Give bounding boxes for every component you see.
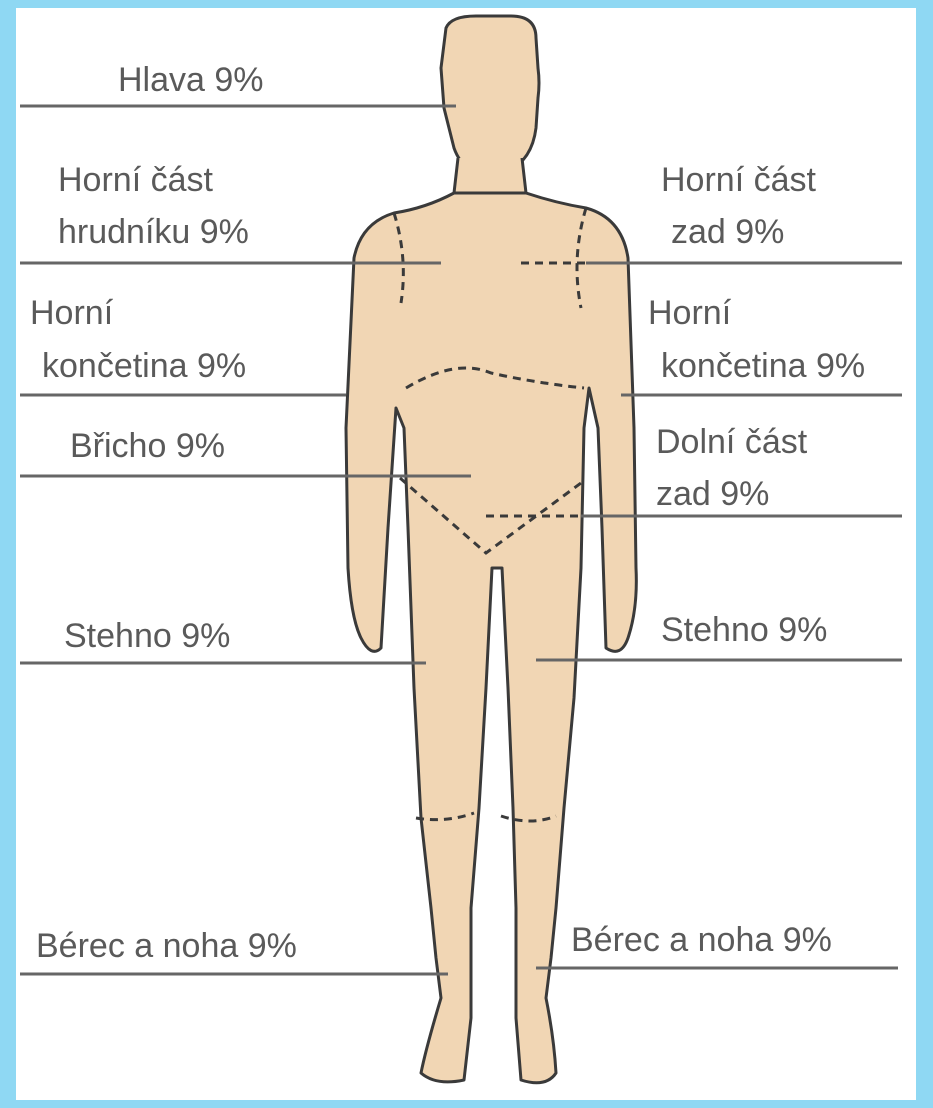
label-right-arm-line2: končetina 9% — [661, 346, 865, 386]
label-left-arm-line2: končetina 9% — [42, 346, 246, 386]
label-upper-back-line1: Horní část — [661, 160, 816, 200]
label-right-lowerleg: Bérec a noha 9% — [571, 920, 832, 960]
diagram-frame: Hlava 9% Horní část hrudníku 9% Horní čá… — [16, 8, 916, 1100]
label-upper-chest-line2: hrudníku 9% — [58, 212, 249, 252]
label-lower-back-line1: Dolní část — [656, 422, 807, 462]
label-upper-chest-line1: Horní část — [58, 160, 213, 200]
label-right-thigh: Stehno 9% — [661, 610, 827, 650]
label-left-lowerleg: Bérec a noha 9% — [36, 926, 297, 966]
head — [441, 16, 539, 176]
label-upper-back-line2: zad 9% — [671, 212, 784, 252]
label-right-arm-line1: Horní — [648, 293, 731, 333]
label-head: Hlava 9% — [118, 60, 264, 100]
label-left-thigh: Stehno 9% — [64, 616, 230, 656]
neck — [454, 158, 526, 193]
label-lower-back-line2: zad 9% — [656, 474, 769, 514]
label-left-arm-line1: Horní — [30, 293, 113, 333]
label-abdomen: Břicho 9% — [70, 426, 225, 466]
